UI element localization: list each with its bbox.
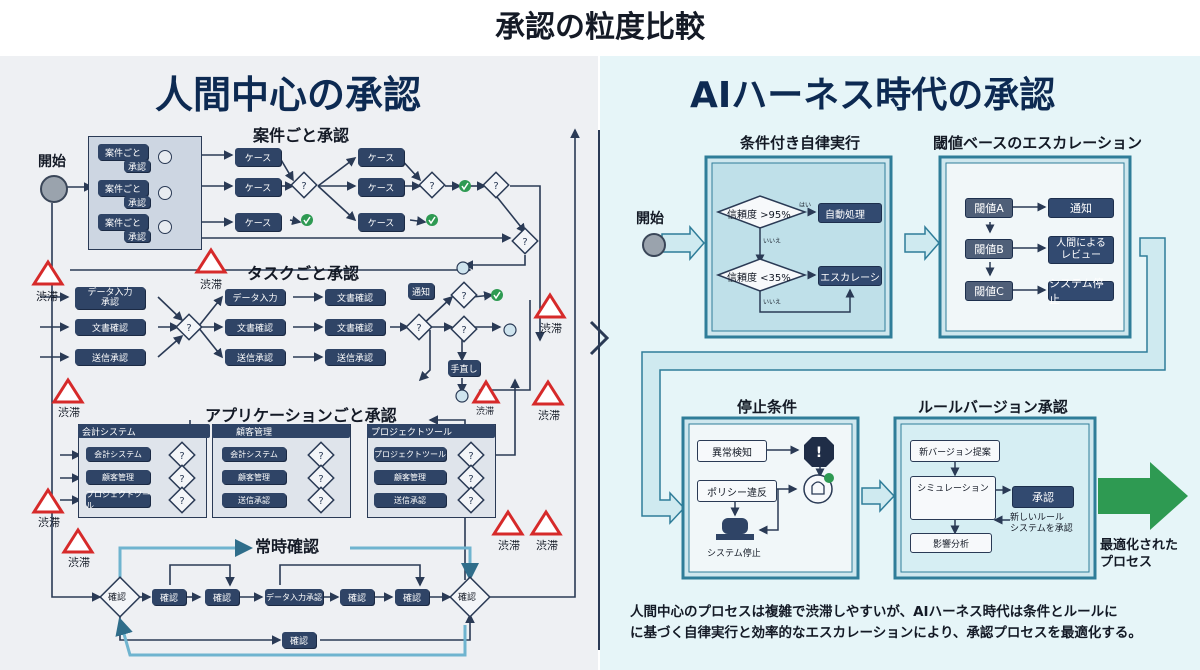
bottleneck-label: 渋滞 — [498, 539, 520, 552]
constant-box: データ入力承認 — [265, 589, 323, 605]
case-box: ケース — [235, 213, 281, 231]
bottleneck-label: 渋滞 — [536, 539, 558, 552]
app-item: 顧客管理 — [86, 470, 150, 484]
panel-divider — [598, 130, 600, 650]
app-item: 送信承認 — [222, 493, 286, 507]
left-heading: 人間中心の承認 — [155, 73, 422, 117]
cond-low-confidence: 信頼度 <35% — [727, 273, 791, 284]
stamp-icon — [158, 186, 172, 200]
threshold-level: 閾値B — [965, 239, 1013, 259]
constant-box: 確認 — [395, 589, 429, 605]
left-start-label: 開始 — [38, 154, 66, 170]
rule-version-title: ルールバージョン承認 — [918, 398, 1068, 416]
optimized-process-label: 最適化された プロセス — [1100, 538, 1179, 570]
app-item: 会計システム — [86, 447, 150, 461]
impact-box: 影響分析 — [910, 533, 992, 553]
task-box: 文書確認 — [325, 319, 385, 335]
threshold-title: 閾値ベースのエスカレーション — [933, 134, 1142, 152]
task-box: データ入力 — [225, 289, 285, 305]
app-item: プロジェクトツール — [86, 490, 150, 510]
case-doc-item: 承認 — [124, 196, 150, 209]
conditional-title: 条件付き自律実行 — [740, 134, 861, 152]
stamp-icon — [158, 150, 172, 164]
case-box: ケース — [235, 178, 281, 196]
bottleneck-label: 渋滞 — [58, 406, 80, 419]
left-start-node — [40, 175, 68, 203]
case-doc-item: 案件ごと — [98, 180, 148, 196]
case-doc-item: 案件ごと — [98, 214, 148, 230]
stamp-icon — [158, 220, 172, 234]
case-section-title: 案件ごと承認 — [253, 126, 350, 145]
case-box: ケース — [358, 178, 404, 196]
app-item: 顧客管理 — [374, 470, 446, 484]
case-doc-item: 承認 — [124, 230, 150, 243]
task-box: 送信承認 — [225, 349, 285, 365]
task-box: 文書確認 — [225, 319, 285, 335]
constant-box: 確認 — [205, 589, 239, 605]
policy-box: ポリシー違反 — [697, 480, 777, 502]
auto-process-box: 自動処理 — [818, 203, 882, 223]
case-box: ケース — [358, 148, 404, 166]
app-item: 会計システム — [222, 447, 286, 461]
constant-right-diamond-label: 確認 — [458, 593, 477, 603]
app-section-title: アプリケーションごと承認 — [205, 406, 397, 425]
threshold-level: 閾値A — [965, 198, 1013, 218]
approve-note: 新しいルール システムを承認 — [1010, 513, 1073, 534]
bottleneck-label: 渋滞 — [538, 409, 560, 422]
app-item: 送信承認 — [374, 493, 446, 507]
task-section-title: タスクごと承認 — [247, 264, 360, 283]
no-label: いいえ — [763, 238, 782, 245]
task-box: 送信承認 — [75, 349, 145, 365]
approve-box: 承認 — [1012, 486, 1074, 508]
chevron-right-icon — [589, 320, 610, 356]
constant-left-diamond-label: 確認 — [108, 593, 127, 603]
cond-high-confidence: 信頼度 >95% — [727, 210, 791, 221]
stop-title: 停止条件 — [737, 398, 798, 416]
escalate-box: エスカレーシ — [818, 266, 882, 286]
app-panel-title: プロジェクトツール — [367, 424, 495, 438]
svg-text:!: ! — [816, 445, 822, 461]
bottleneck-label: 渋滞 — [68, 556, 90, 569]
revise-box: 手直し — [448, 360, 480, 376]
app-panel-title: 会計システム — [78, 424, 210, 438]
notify-box: 通知 — [408, 283, 434, 299]
app-item: 顧客管理 — [222, 470, 286, 484]
bottleneck-label: 渋滞 — [540, 322, 562, 335]
app-item: プロジェクトツール — [374, 447, 446, 461]
anomaly-box: 異常検知 — [697, 440, 767, 462]
task-box: 送信承認 — [325, 349, 385, 365]
no-label: いいえ — [763, 299, 782, 306]
summary-text: 人間中心のプロセスは複雑で渋滞しやすいが、AIハーネス時代は条件とルールに に基… — [630, 604, 1142, 641]
proposal-box: 新バージョン提案 — [910, 440, 1000, 462]
constant-section-title: 常時確認 — [255, 537, 320, 556]
task-box: データ入力 承認 — [75, 287, 145, 309]
case-box: ケース — [358, 213, 404, 231]
threshold-action: 人間による レビュー — [1048, 236, 1114, 264]
threshold-action: システム停止 — [1048, 277, 1114, 306]
bottleneck-label: 渋滞 — [476, 407, 495, 417]
constant-bottom-box: 確認 — [282, 632, 316, 648]
constant-box: 確認 — [152, 589, 186, 605]
system-stop-label: システム停止 — [707, 549, 761, 559]
constant-box: 確認 — [340, 589, 374, 605]
yes-label: はい — [799, 202, 812, 209]
case-box: ケース — [235, 148, 281, 166]
right-start-node — [642, 233, 666, 257]
app-panel-title: 顧客管理 — [212, 424, 350, 438]
task-box: 文書確認 — [75, 319, 145, 335]
threshold-action: 通知 — [1048, 198, 1114, 218]
left-connectors — [40, 128, 580, 657]
threshold-level: 閾値C — [965, 281, 1013, 301]
simulation-box: シミュレーション — [910, 476, 996, 520]
bottleneck-label: 渋滞 — [38, 516, 60, 529]
right-heading: AIハーネス時代の承認 — [690, 75, 1056, 116]
main-title: 承認の粒度比較 — [495, 10, 705, 45]
case-doc-item: 承認 — [124, 160, 150, 173]
right-start-label: 開始 — [636, 211, 664, 227]
case-doc-item: 案件ごと — [98, 144, 148, 160]
task-box: 文書確認 — [325, 289, 385, 305]
bottleneck-label: 渋滞 — [200, 278, 222, 291]
bottleneck-label: 渋滞 — [36, 290, 58, 303]
